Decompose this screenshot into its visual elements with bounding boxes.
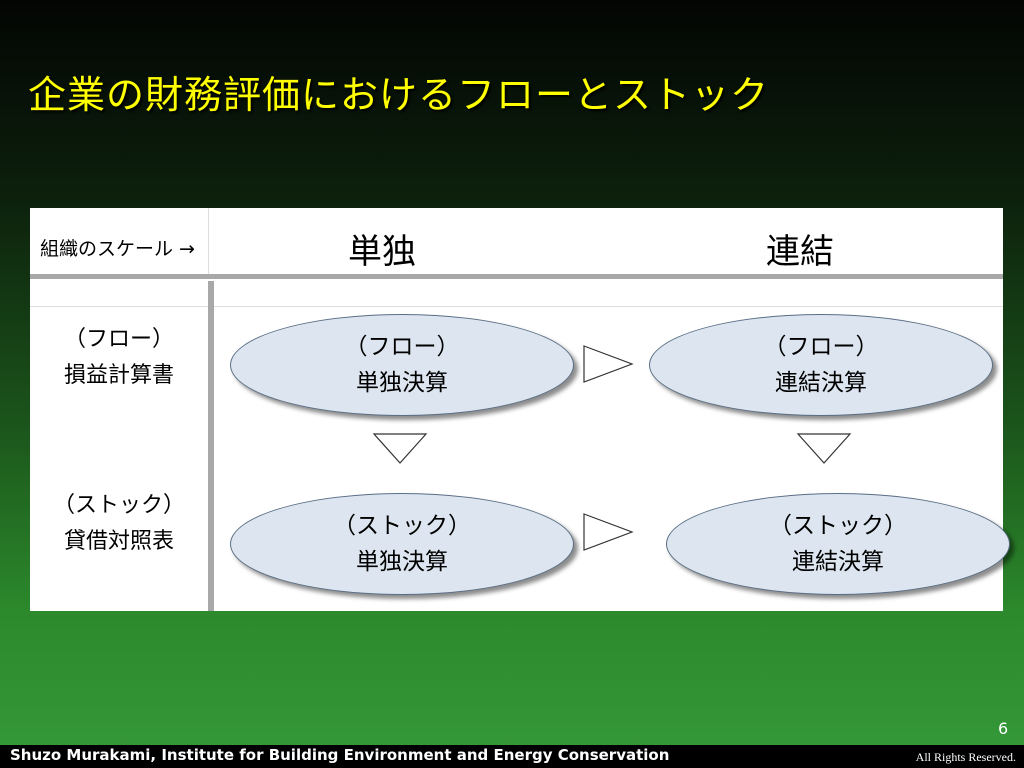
ellipse-flow-consolidated-label: 連結決算: [775, 370, 867, 396]
row-label-flow: （フロー） 損益計算書: [30, 322, 208, 394]
ellipse-flow-single-label: 単独決算: [356, 370, 448, 396]
right-arrow-icon: [583, 345, 634, 383]
page-number: 6: [998, 719, 1009, 738]
row-label-stock-kind: （ストック）: [52, 493, 185, 518]
ellipse-flow-single: （フロー） 単独決算: [230, 314, 574, 416]
footer-credit: Shuzo Murakami, Institute for Building E…: [10, 746, 670, 764]
right-arrow-icon: [583, 513, 634, 551]
ellipse-stock-consolidated: （ストック） 連結決算: [666, 493, 1010, 595]
header-column-divider: [208, 208, 209, 274]
ellipse-stock-single: （ストック） 単独決算: [230, 493, 574, 595]
row-label-flow-kind: （フロー）: [63, 327, 174, 352]
header-divider: [30, 274, 1003, 279]
ellipse-stock-single-label: 単独決算: [356, 549, 448, 575]
ellipse-stock-single-kind: （ストック）: [333, 513, 471, 539]
ellipse-flow-consolidated-kind: （フロー）: [763, 334, 879, 360]
column-header-single: 単独: [348, 232, 416, 272]
slide-title: 企業の財務評価におけるフローとストック: [28, 73, 770, 117]
row-label-stock-statement: 貸借対照表: [63, 529, 174, 554]
row-label-flow-statement: 損益計算書: [63, 363, 174, 388]
footer-rights: All Rights Reserved.: [915, 750, 1016, 764]
row-label-stock: （ストック） 貸借対照表: [30, 488, 208, 560]
ellipse-stock-consolidated-kind: （ストック）: [769, 513, 907, 539]
ellipse-flow-single-kind: （フロー）: [344, 334, 460, 360]
row-label-divider: [208, 281, 214, 611]
matrix-panel: 組織のスケール → 単独 連結 （フロー） 損益計算書 （ストック） 貸借対照表…: [30, 208, 1010, 611]
ellipse-stock-consolidated-label: 連結決算: [792, 549, 884, 575]
spacer-divider: [30, 306, 1003, 307]
column-header-consolidated: 連結: [766, 232, 834, 272]
footer-bar: Shuzo Murakami, Institute for Building E…: [0, 745, 1024, 768]
scale-label: 組織のスケール →: [40, 238, 195, 260]
ellipse-flow-consolidated: （フロー） 連結決算: [649, 314, 993, 416]
down-arrow-icon: [796, 433, 852, 464]
down-arrow-icon: [372, 433, 428, 464]
